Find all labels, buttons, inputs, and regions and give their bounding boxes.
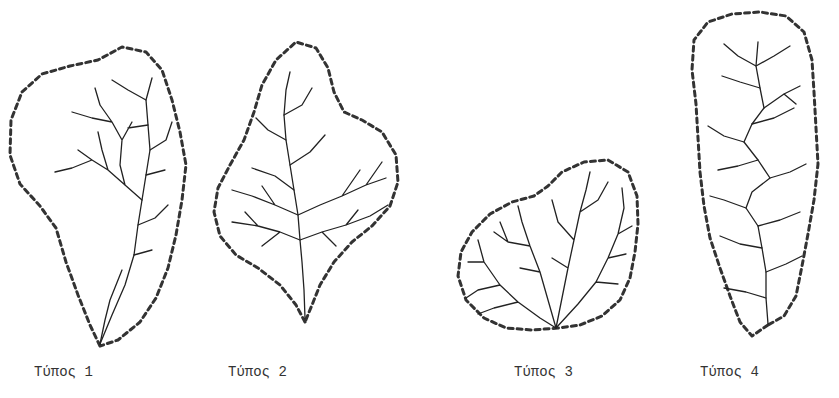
stream-channel <box>556 188 632 328</box>
basin-outline <box>10 47 186 346</box>
stream-channel <box>232 88 388 246</box>
basin-3 <box>458 160 638 330</box>
stream-channel <box>100 270 122 344</box>
basin-outline <box>214 42 398 322</box>
type-label: Τύπος 1 <box>34 364 93 381</box>
basin-outline <box>458 160 638 330</box>
basin-4 <box>692 12 818 336</box>
stream-channel <box>708 44 806 298</box>
basin-1 <box>10 47 186 346</box>
stream-channel <box>100 78 152 344</box>
stream-channel <box>494 206 556 328</box>
type-label: Τύπος 4 <box>700 364 759 381</box>
stream-channel <box>55 80 172 255</box>
basin-outline <box>692 12 818 336</box>
type-label: Τύπος 3 <box>514 364 573 381</box>
type-label: Τύπος 2 <box>228 364 287 381</box>
basin-2 <box>214 42 398 322</box>
stream-channel <box>552 172 608 328</box>
stream-channel <box>466 240 556 328</box>
